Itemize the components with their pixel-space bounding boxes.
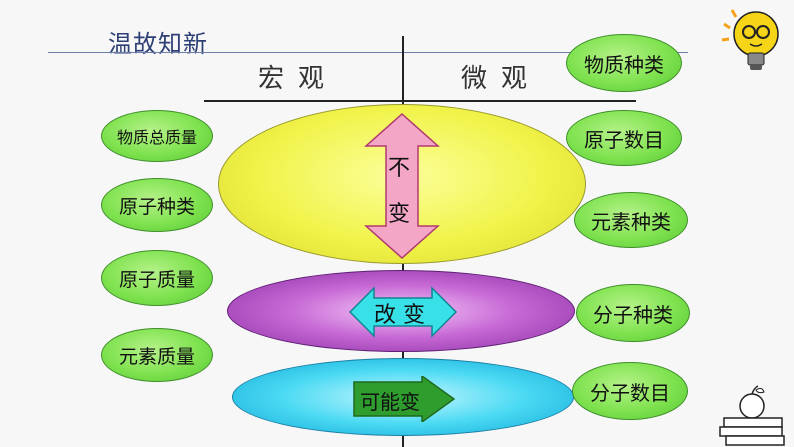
- unchanged-label-2: 变: [388, 202, 411, 227]
- may-change-label: 可能变: [360, 390, 420, 414]
- micro-item-2: 原子数目: [566, 110, 682, 166]
- micro-item-5: 分子数目: [572, 362, 688, 420]
- apple-books-icon: [719, 385, 785, 446]
- double-vertical-arrow-icon: [364, 112, 440, 260]
- micro-header: 微观: [461, 64, 542, 94]
- micro-item-3: 元素种类: [574, 192, 688, 248]
- micro-item-4: 分子种类: [576, 284, 690, 342]
- lightbulb-icon: [721, 9, 779, 70]
- macro-item-4: 元素质量: [101, 328, 213, 382]
- unchanged-label-1: 不: [388, 156, 411, 181]
- macro-item-2: 原子种类: [101, 178, 213, 232]
- macro-item-3: 原子质量: [101, 250, 213, 306]
- macro-header: 宏观: [258, 64, 339, 94]
- right-arrow-icon: [353, 376, 456, 422]
- double-horizontal-arrow-icon: [348, 286, 458, 338]
- macro-item-1: 物质总质量: [101, 110, 213, 162]
- page-title: 温故知新: [108, 30, 208, 58]
- changed-label: 改 变: [374, 303, 425, 328]
- title-underline: [48, 52, 688, 53]
- micro-item-1: 物质种类: [566, 34, 682, 92]
